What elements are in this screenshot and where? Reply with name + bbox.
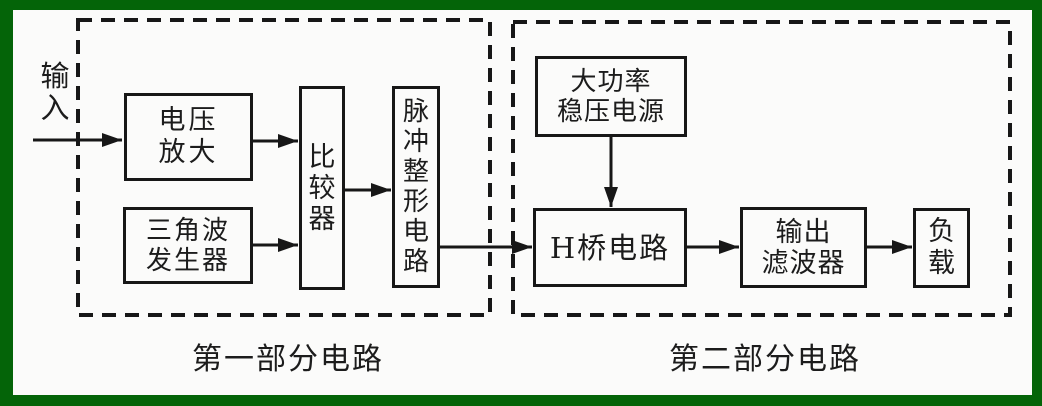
block-label-char: 电: [402, 217, 429, 247]
block-label-line: 输出: [775, 216, 832, 248]
block-high-power-regulated-supply: 大功率 稳压电源: [535, 56, 687, 137]
block-label-char: 比: [308, 141, 336, 173]
block-label-line: 电压: [158, 105, 219, 136]
section-box-part2: [511, 20, 1012, 317]
input-label-char: 输: [40, 59, 70, 93]
block-label-line: 发生器: [145, 245, 230, 276]
section-box-part1: [76, 18, 492, 317]
block-label-char: 整: [402, 157, 429, 187]
block-load: 负 载: [913, 208, 970, 288]
section-caption-part2: 第二部分电路: [669, 342, 861, 377]
block-label-char: 负: [928, 216, 955, 247]
block-label-line: 放大: [158, 137, 219, 168]
block-label-char: 脉: [402, 97, 429, 127]
block-label-char: 冲: [402, 127, 429, 157]
block-comparator: 比 较 器: [299, 86, 345, 290]
block-pulse-shaping-circuit: 脉 冲 整 形 电 路: [392, 86, 440, 288]
block-label-char: 器: [308, 203, 336, 235]
block-label-line: H桥电路: [549, 230, 671, 265]
block-label-char: 载: [928, 248, 955, 279]
section-caption-part1: 第一部分电路: [192, 342, 384, 377]
input-signal-label: 输 入: [37, 60, 73, 124]
diagram-paper: [13, 10, 1032, 395]
block-label-line: 滤波器: [761, 247, 846, 279]
block-label-line: 大功率: [570, 66, 652, 97]
input-label-char: 入: [40, 91, 70, 125]
block-voltage-amplifier: 电压 放大: [124, 93, 253, 181]
block-label-line: 稳压电源: [556, 96, 665, 127]
block-label-char: 形: [402, 187, 429, 217]
block-output-filter: 输出 滤波器: [740, 207, 867, 288]
block-triangle-wave-generator: 三角波 发生器: [123, 207, 253, 284]
block-label-line: 三角波: [145, 215, 230, 246]
block-label-char: 较: [308, 172, 336, 204]
block-h-bridge-circuit: H桥电路: [533, 208, 687, 287]
block-label-char: 路: [402, 247, 429, 277]
